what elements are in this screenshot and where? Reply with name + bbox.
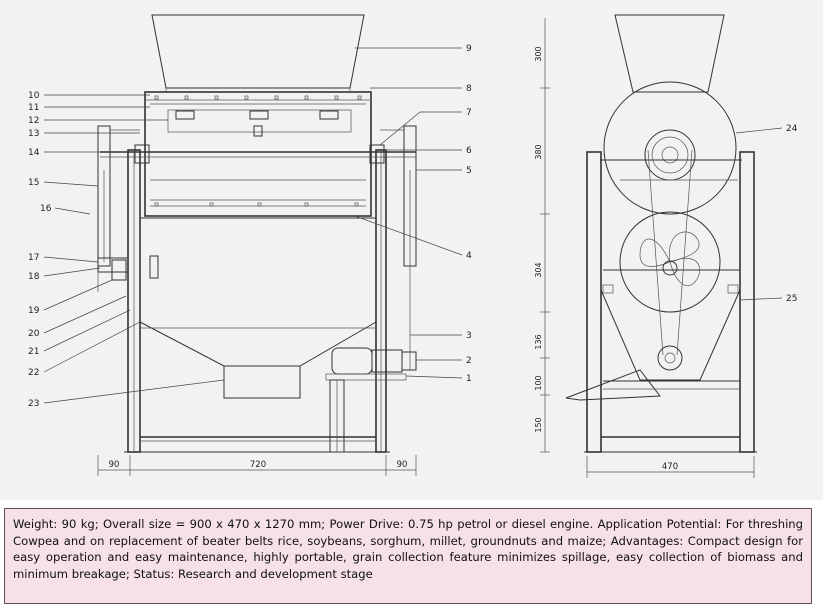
caption-box: Weight: 90 kg; Overall size = 900 x 470 … bbox=[4, 508, 812, 604]
callout-5: 5 bbox=[466, 166, 472, 176]
callout-13: 13 bbox=[28, 129, 39, 139]
callout-21: 21 bbox=[28, 347, 39, 357]
dim-front-left: 90 bbox=[109, 460, 120, 470]
dim-side-136: 136 bbox=[534, 334, 543, 349]
front-hopper bbox=[151, 14, 365, 89]
callout-18: 18 bbox=[28, 272, 40, 282]
callout-11: 11 bbox=[28, 103, 39, 113]
dim-front-right: 90 bbox=[397, 460, 408, 470]
dim-side-304: 304 bbox=[534, 262, 543, 277]
side-hopper bbox=[614, 14, 725, 93]
side-view: 300 380 304 136 100 150 470 24 25 bbox=[534, 14, 798, 478]
callout-23: 23 bbox=[28, 399, 39, 409]
caption-text: Weight: 90 kg; Overall size = 900 x 470 … bbox=[13, 517, 803, 581]
callout-7: 7 bbox=[466, 108, 472, 118]
dim-side-380: 380 bbox=[534, 144, 543, 159]
callout-1: 1 bbox=[466, 374, 472, 384]
drawing-area: 90 720 90 9 8 7 6 5 4 3 2 1 bbox=[0, 0, 823, 500]
callout-14: 14 bbox=[28, 148, 40, 158]
callout-8: 8 bbox=[466, 84, 472, 94]
front-engine bbox=[331, 347, 373, 375]
callout-12: 12 bbox=[28, 116, 39, 126]
callout-24: 24 bbox=[786, 124, 798, 134]
callout-6: 6 bbox=[466, 146, 472, 156]
callout-20: 20 bbox=[28, 329, 40, 339]
dim-side-100: 100 bbox=[534, 375, 543, 390]
callout-17: 17 bbox=[28, 253, 39, 263]
side-vertical-dimensions: 300 380 304 136 100 150 bbox=[534, 46, 543, 432]
callout-3: 3 bbox=[466, 331, 472, 341]
callout-15: 15 bbox=[28, 178, 39, 188]
front-view: 90 720 90 9 8 7 6 5 4 3 2 1 bbox=[28, 14, 472, 476]
dim-side-300: 300 bbox=[534, 46, 543, 61]
callout-4: 4 bbox=[466, 251, 472, 261]
callout-16: 16 bbox=[40, 204, 52, 214]
side-fan bbox=[619, 211, 721, 313]
technical-drawing: 90 720 90 9 8 7 6 5 4 3 2 1 bbox=[28, 14, 798, 478]
side-drum bbox=[603, 81, 737, 215]
dim-side-150: 150 bbox=[534, 417, 543, 432]
callout-2: 2 bbox=[466, 356, 472, 366]
callout-9: 9 bbox=[466, 44, 472, 54]
dim-front-middle: 720 bbox=[250, 460, 266, 470]
front-collector-outlet bbox=[223, 365, 301, 399]
callout-10: 10 bbox=[28, 91, 40, 101]
front-drum-box bbox=[144, 91, 372, 217]
dim-side-width: 470 bbox=[662, 462, 678, 472]
callout-19: 19 bbox=[28, 306, 40, 316]
callout-22: 22 bbox=[28, 368, 39, 378]
callout-25: 25 bbox=[786, 294, 797, 304]
